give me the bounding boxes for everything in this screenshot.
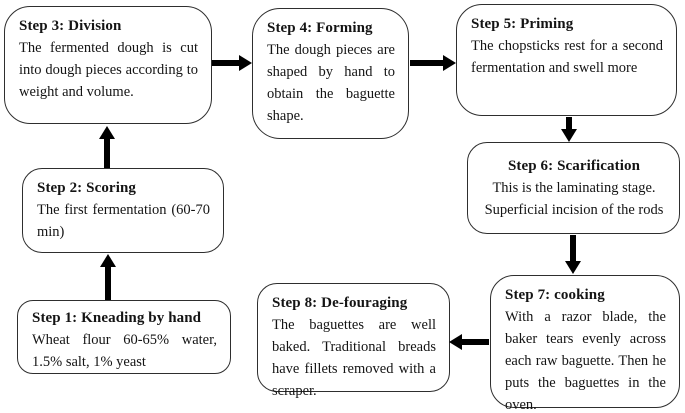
flow-box-step3-division: Step 3: Division The fermented dough is … bbox=[4, 6, 212, 124]
step5-title: Step 5: Priming bbox=[471, 16, 574, 32]
arrow-step6-to-step7 bbox=[565, 235, 581, 274]
flow-box-step7-cooking: Step 7: cooking With a razor blade, the … bbox=[490, 275, 680, 413]
step7-title: Step 7: cooking bbox=[505, 287, 605, 303]
step8-description: The baguettes are well baked. Traditiona… bbox=[272, 317, 436, 399]
step6-title: Step 6: Scarification bbox=[507, 158, 641, 174]
step7-description: With a razor blade, the baker tears even… bbox=[505, 309, 666, 413]
arrow-step4-to-step5 bbox=[410, 55, 456, 71]
step3-title: Step 3: Division bbox=[19, 18, 122, 34]
flow-box-step4-forming: Step 4: Forming The dough pieces are sha… bbox=[252, 8, 409, 139]
arrow-step1-to-step2 bbox=[100, 254, 116, 300]
step3-description: The fermented dough is cut into dough pi… bbox=[19, 40, 198, 100]
step1-description: Wheat flour 60-65% water, 1.5% salt, 1% … bbox=[32, 332, 217, 370]
step4-title: Step 4: Forming bbox=[267, 20, 373, 36]
flow-box-step2-scoring: Step 2: Scoring The first fermentation (… bbox=[22, 168, 224, 253]
step4-description: The dough pieces are shaped by hand to o… bbox=[267, 42, 395, 124]
step5-description: The chopsticks rest for a second ferment… bbox=[471, 38, 663, 76]
step8-title: Step 8: De-fouraging bbox=[272, 295, 408, 311]
step1-title: Step 1: Kneading by hand bbox=[32, 310, 202, 326]
flow-box-step8-defouraging: Step 8: De-fouraging The baguettes are w… bbox=[257, 283, 450, 399]
flow-box-step5-priming: Step 5: Priming The chopsticks rest for … bbox=[456, 4, 677, 116]
arrow-step7-to-step8 bbox=[449, 334, 489, 350]
arrow-step5-to-step6 bbox=[561, 117, 577, 142]
step2-title: Step 2: Scoring bbox=[37, 180, 136, 196]
flow-box-step1-kneading: Step 1: Kneading by hand Wheat flour 60-… bbox=[17, 300, 231, 374]
step6-description: This is the laminating stage. Superficia… bbox=[484, 180, 664, 218]
arrow-step2-to-step3 bbox=[99, 126, 115, 168]
arrow-step3-to-step4 bbox=[212, 55, 252, 71]
flow-box-step6-scarification: Step 6: Scarification This is the lamina… bbox=[467, 142, 680, 234]
step2-description: The first fermentation (60-70 min) bbox=[37, 202, 210, 240]
